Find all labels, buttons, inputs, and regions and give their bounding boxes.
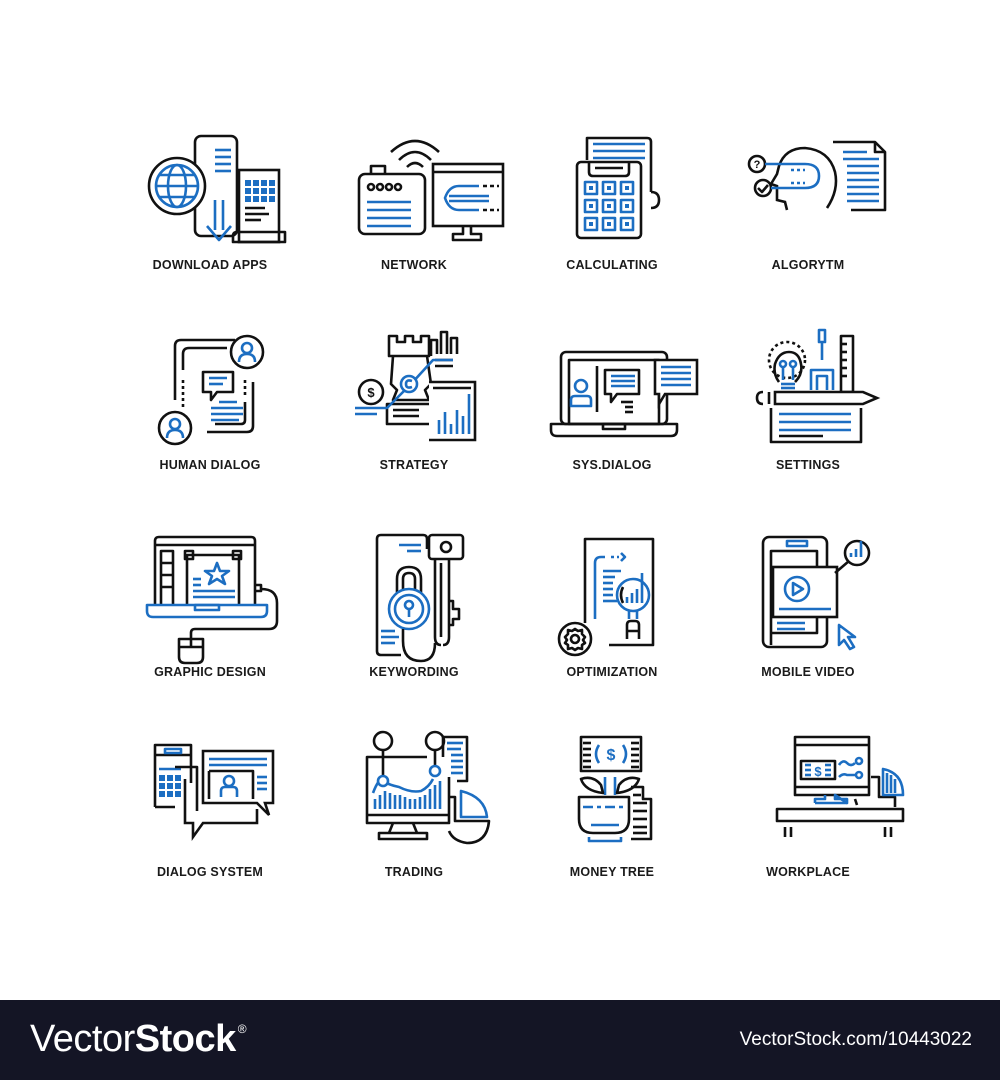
vectorstock-logo[interactable]: VectorStock® — [30, 1018, 247, 1061]
workplace-desk-icon: $ — [743, 733, 905, 853]
icon-label: GRAPHIC DESIGN — [154, 665, 266, 679]
icon-card-graphic-design: GRAPHIC DESIGN — [110, 533, 310, 713]
icon-label: SYS.DIALOG — [572, 458, 652, 472]
strategy-chess-rook-icon: $ — [349, 330, 479, 450]
icon-card-money-tree: $ MONEY TREE — [512, 733, 712, 913]
download-apps-icon — [145, 130, 287, 250]
icon-card-trading: TRADING — [314, 730, 514, 913]
svg-text:$: $ — [607, 747, 616, 764]
icon-card-keywording: KEYWORDING — [314, 533, 514, 713]
optimization-gear-icon — [547, 533, 677, 657]
network-icon — [349, 130, 505, 250]
icon-label: STRATEGY — [379, 458, 449, 472]
icon-label: HUMAN DIALOG — [159, 458, 261, 472]
laptop-dialog-icon — [547, 330, 699, 450]
trading-monitor-icon — [349, 730, 491, 853]
icon-card-workplace: $ WORKPLACE — [708, 733, 908, 913]
footer-bar: VectorStock® VectorStock.com/10443022 — [0, 1000, 1000, 1080]
icon-label: MOBILE VIDEO — [761, 665, 855, 679]
dialog-system-icon — [145, 733, 275, 853]
money-tree-icon: $ — [547, 733, 677, 853]
svg-text:$: $ — [367, 385, 375, 400]
human-dialog-icon — [145, 330, 275, 450]
mobile-video-icon — [743, 533, 873, 653]
icon-card-download-apps: DOWNLOAD APPS — [110, 130, 310, 310]
icon-label: ALGORYTM — [771, 258, 845, 272]
icon-label: CALCULATING — [566, 258, 658, 272]
icon-card-dialog-system: DIALOG SYSTEM — [110, 733, 310, 913]
graphic-design-laptop-icon — [145, 533, 279, 665]
icon-card-settings: SETTINGS — [708, 328, 908, 510]
icon-label: DOWNLOAD APPS — [152, 258, 268, 272]
icon-card-human-dialog: HUMAN DIALOG — [110, 330, 310, 510]
icon-card-optimization: OPTIMIZATION — [512, 533, 712, 713]
icon-label: TRADING — [384, 865, 444, 879]
keywording-lock-key-icon — [349, 533, 479, 663]
icon-card-network: NETWORK — [314, 130, 514, 310]
icon-label: SETTINGS — [775, 458, 841, 472]
icon-card-strategy: $ STRATEGY — [314, 330, 514, 510]
calculator-icon — [547, 130, 677, 250]
settings-tools-icon — [743, 328, 881, 450]
svg-text:?: ? — [754, 159, 761, 171]
icon-label: DIALOG SYSTEM — [156, 865, 264, 879]
brand-bold: Stock — [134, 1018, 236, 1060]
icon-label: KEYWORDING — [369, 665, 459, 679]
svg-text:$: $ — [814, 764, 822, 779]
image-url-link[interactable]: VectorStock.com/10443022 — [739, 1029, 972, 1050]
icon-label: MONEY TREE — [569, 865, 655, 879]
icon-card-calculating: CALCULATING — [512, 130, 712, 310]
icon-card-sys-dialog: SYS.DIALOG — [512, 330, 712, 510]
icon-grid: DOWNLOAD APPS NETWORK — [110, 130, 908, 913]
registered-mark: ® — [237, 1022, 247, 1036]
icon-label: WORKPLACE — [766, 865, 850, 879]
icon-label: NETWORK — [381, 258, 447, 272]
icon-card-algorytm: ? ALGORYTM — [708, 130, 908, 310]
icon-label: OPTIMIZATION — [566, 665, 658, 679]
algorithm-head-icon: ? — [743, 130, 887, 250]
icon-card-mobile-video: MOBILE VIDEO — [708, 533, 908, 713]
brand-thin: Vector — [30, 1018, 135, 1060]
